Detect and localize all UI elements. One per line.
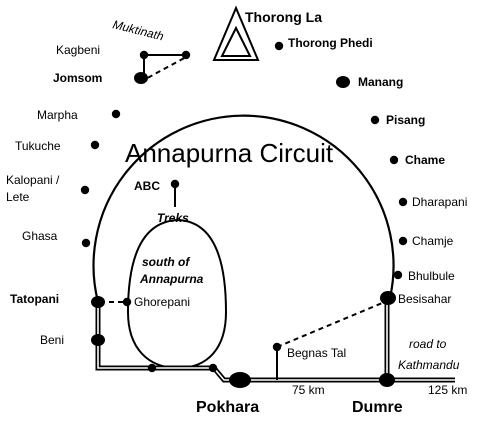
label-chamje: Chamje	[412, 234, 454, 248]
muktinath-dot	[181, 50, 191, 60]
label-thorong-la: Thorong La	[245, 9, 322, 25]
mountain-pass-icon	[212, 5, 260, 61]
label-tukuche: Tukuche	[15, 139, 61, 153]
label-chame: Chame	[405, 153, 445, 167]
ghasa-dot	[81, 238, 91, 248]
village-dots	[80, 41, 408, 373]
label-muktinath: Muktinath	[111, 17, 165, 43]
beni-pokhara-road-inner	[97, 304, 455, 381]
label-pokhara: Pokhara	[196, 399, 259, 416]
begnas-tal-dot	[272, 342, 282, 352]
pisang-dot	[370, 115, 380, 125]
label-dharapani: Dharapani	[412, 195, 467, 209]
label-abc: ABC	[134, 179, 160, 193]
label-beni: Beni	[40, 333, 64, 347]
label-manang: Manang	[358, 75, 403, 89]
bhulbule-dot	[393, 270, 403, 280]
jomsom-dot	[134, 72, 148, 84]
pokhara-dot	[229, 372, 251, 388]
chame-dot	[389, 155, 399, 165]
muktinath-dashed-trail	[139, 55, 189, 83]
manang-dot	[336, 76, 350, 88]
beni-dot	[91, 334, 105, 346]
ghorepani-dot	[122, 297, 132, 307]
label-jomsom: Jomsom	[53, 71, 102, 85]
marpha-dot	[111, 109, 121, 119]
besisahar-dot	[380, 291, 396, 305]
map-title: Annapurna Circuit	[125, 138, 334, 168]
tatopani-dot	[91, 296, 105, 308]
loop-south-dot-1	[147, 363, 157, 373]
town-dots	[91, 72, 396, 388]
kagbeni-dot	[139, 50, 149, 60]
label-tatopani: Tatopani	[10, 292, 59, 306]
loop-south-dot-2	[208, 363, 218, 373]
label-dumre: Dumre	[352, 399, 403, 416]
dumre-dot	[379, 373, 395, 387]
label-75km: 75 km	[292, 383, 325, 397]
kalopani-dot	[80, 185, 90, 195]
label-south-of: south of	[142, 255, 190, 269]
label-kagbeni: Kagbeni	[56, 43, 100, 57]
abc-dot	[170, 179, 180, 189]
label-kalopani-line2: Lete	[6, 190, 30, 204]
label-marpha: Marpha	[37, 108, 78, 122]
label-begnas-tal: Begnas Tal	[287, 346, 346, 360]
label-treks: Treks	[157, 211, 189, 225]
thorong-phedi-dot	[274, 41, 284, 51]
chamje-dot	[398, 236, 408, 246]
label-thorong-phedi: Thorong Phedi	[288, 36, 373, 50]
label-annapurna: Annapurna	[139, 272, 204, 286]
dharapani-dot	[398, 197, 408, 207]
tukuche-dot	[90, 140, 100, 150]
label-pisang: Pisang	[386, 113, 425, 127]
label-ghorepani: Ghorepani	[134, 295, 190, 309]
circuit-trail	[92, 114, 395, 303]
south-trek-loop	[126, 218, 228, 370]
label-ghasa: Ghasa	[22, 229, 58, 243]
label-125km: 125 km	[428, 383, 467, 397]
begnas-dashed-trail	[276, 300, 388, 348]
label-besisahar: Besisahar	[398, 292, 451, 306]
label-bhulbule: Bhulbule	[408, 269, 455, 283]
label-kathmandu: Kathmandu	[398, 358, 460, 372]
label-kalopani-line1: Kalopani /	[6, 173, 60, 187]
label-road-to: road to	[409, 337, 447, 351]
